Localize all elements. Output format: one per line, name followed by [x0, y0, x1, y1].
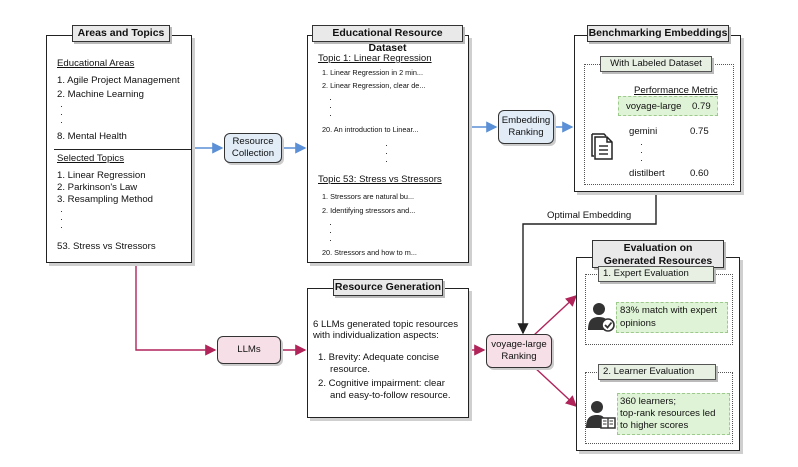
expert-result-highlight [616, 302, 728, 333]
evaluation-title-line2: Generated Resources [603, 254, 713, 267]
model-score: 0.60 [690, 168, 709, 179]
model-score: 0.79 [692, 101, 711, 112]
model-name: distilbert [629, 168, 665, 179]
ellipsis-dots: ··· [60, 206, 63, 232]
document-icon [591, 133, 613, 160]
ellipsis-dots: ··· [60, 101, 63, 127]
aspect-cognitive-cont: and easy-to-follow resource. [330, 390, 451, 401]
topic-item: 53. Stress vs Stressors [57, 241, 156, 252]
ellipsis-dots: ··· [329, 94, 332, 120]
selected-topics-heading: Selected Topics [57, 153, 125, 164]
arrow-ranking-to-learner [532, 365, 578, 407]
area-item: 2. Machine Learning [57, 89, 144, 100]
ellipsis-dots: ··· [329, 219, 332, 245]
expert-result-line2: opinions [620, 318, 656, 329]
topic-item: 3. Resampling Method [57, 194, 153, 205]
embedding-ranking-node: Embedding Ranking [498, 110, 554, 144]
aspect-cognitive: 2. Cognitive impairment: clear [318, 378, 445, 389]
benchmarking-title: Benchmarking Embeddings [587, 25, 729, 42]
learner-result-highlight [617, 393, 730, 435]
model-name: gemini [629, 126, 658, 137]
expert-check-icon [588, 303, 615, 332]
topic1-resource: 2. Linear Regression, clear de... [322, 81, 426, 90]
learner-result-line2: top-rank resources led [620, 408, 716, 419]
topic53-resource: 1. Stressors are natural bu... [322, 192, 415, 201]
llms-node: LLMs [217, 336, 281, 364]
topic-item: 2. Parkinson's Law [57, 182, 138, 193]
performance-metric-heading: Performance Metric [634, 85, 718, 96]
labeled-dataset-subheader: With Labeled Dataset [600, 56, 712, 72]
dataset-title: Educational Resource Dataset [312, 25, 463, 54]
topic53-resource: 2. Identifying stressors and... [322, 206, 416, 215]
arrow-optimal-embedding [517, 193, 657, 335]
topic1-resource: 1. Linear Regression in 2 min... [322, 68, 423, 77]
areas-topics-title: Areas and Topics [72, 25, 170, 42]
evaluation-title-line1: Evaluation on [623, 242, 693, 254]
topic1-resource: 20. An introduction to Linear... [322, 125, 419, 134]
divider [54, 149, 192, 150]
resource-generation-title: Resource Generation [333, 279, 443, 296]
optimal-embedding-label: Optimal Embedding [547, 210, 632, 221]
aspect-brevity-cont: resource. [330, 364, 370, 375]
model-score: 0.75 [690, 126, 709, 137]
resource-generation-panel [307, 288, 469, 418]
learner-evaluation-heading: 2. Learner Evaluation [598, 364, 716, 380]
learner-result-line3: to higher scores [620, 420, 689, 431]
voyage-ranking-node: voyage-large Ranking [486, 334, 552, 368]
best-model-highlight [618, 96, 718, 116]
topic1-heading: Topic 1: Linear Regression [318, 53, 432, 64]
generation-intro: 6 LLMs generated topic resources with in… [313, 319, 459, 342]
expert-evaluation-heading: 1. Expert Evaluation [598, 266, 714, 282]
topic53-heading: Topic 53: Stress vs Stressors [318, 174, 442, 185]
evaluation-title: Evaluation on Generated Resources [592, 240, 724, 268]
ellipsis-dots: ··· [385, 140, 388, 166]
learner-result-line1: 360 learners; [620, 396, 676, 407]
arrow-ranking-to-expert [532, 295, 578, 337]
aspect-brevity: 1. Brevity: Adequate concise [318, 352, 440, 363]
expert-result-line1: 83% match with expert [620, 305, 718, 316]
labeled-dataset-frame [584, 64, 734, 185]
topic53-resource: 20. Stressors and how to m... [322, 248, 417, 257]
area-item: 8. Mental Health [57, 131, 127, 142]
area-item: 1. Agile Project Management [57, 75, 180, 86]
model-name: voyage-large [626, 101, 682, 112]
resource-collection-node: Resource Collection [224, 133, 282, 163]
topic-item: 1. Linear Regression [57, 170, 146, 181]
educational-areas-heading: Educational Areas [57, 58, 135, 69]
ellipsis-dots: ··· [640, 139, 643, 165]
learner-book-icon [586, 401, 616, 429]
arrow-areas-to-llms [135, 262, 217, 356]
